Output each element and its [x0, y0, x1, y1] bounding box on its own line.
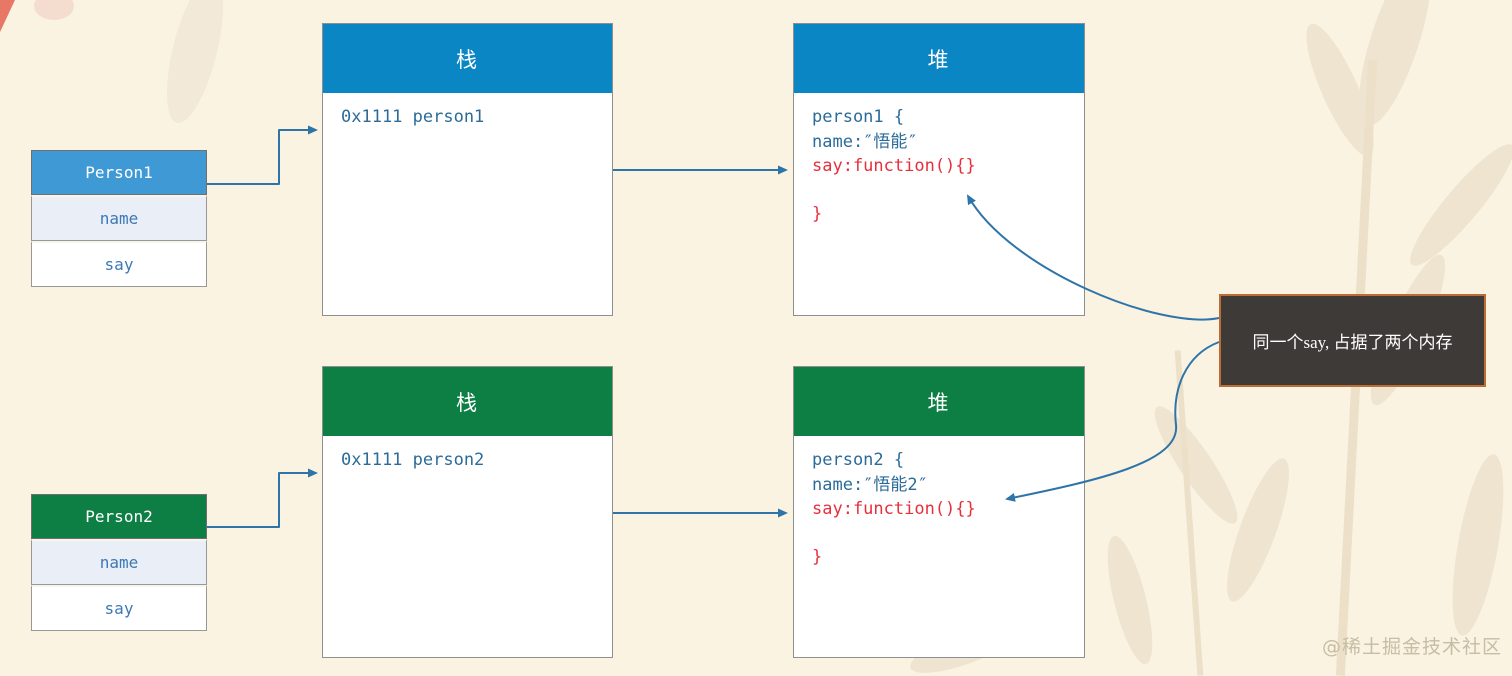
annotation-box: 同一个say, 占据了两个内存 — [1219, 294, 1486, 387]
heap1-line-object: person1 { — [812, 107, 905, 127]
heap2-line-say: say:function(){} — [812, 499, 976, 519]
heap2-line-object: person2 { — [812, 450, 905, 470]
stack2-header: 栈 — [323, 367, 612, 440]
heap2-header: 堆 — [794, 367, 1084, 440]
stack1-box: 栈 0x1111 person1 — [322, 23, 613, 316]
heap1-header: 堆 — [794, 24, 1084, 97]
heap1-line-name: name:″悟能″ — [812, 131, 918, 152]
stack1-entry: 0x1111 person1 — [341, 107, 485, 127]
person2-class-table: Person2 name say — [31, 494, 207, 631]
site-watermark: @稀土掘金技术社区 — [1322, 636, 1503, 658]
person2-row-say: say — [31, 585, 207, 631]
heap2-line-close-brace: } — [812, 546, 823, 567]
arrow-person1-to-stack1 — [207, 125, 318, 185]
heap1-line-close-brace: } — [812, 203, 823, 224]
person2-class-title: Person2 — [31, 494, 207, 539]
corner-accent — [0, 0, 74, 32]
stack2-box: 栈 0x1111 person2 — [322, 366, 613, 658]
stack1-header: 栈 — [323, 24, 612, 97]
person1-row-name: name — [31, 195, 207, 241]
person1-class-table: Person1 name say — [31, 150, 207, 287]
heap2-line-name: name:″悟能2″ — [812, 474, 928, 495]
person1-row-say: say — [31, 241, 207, 287]
stack2-entry: 0x1111 person2 — [341, 450, 485, 470]
heap1-line-say: say:function(){} — [812, 156, 976, 176]
heap2-box: 堆 person2 { name:″悟能2″ say:function(){} … — [793, 366, 1085, 658]
person2-row-name: name — [31, 539, 207, 585]
annotation-text: 同一个say, 占据了两个内存 — [1252, 333, 1453, 352]
person1-class-title: Person1 — [31, 150, 207, 195]
arrow-person2-to-stack2 — [207, 468, 318, 528]
heap1-box: 堆 person1 { name:″悟能″ say:function(){} } — [793, 23, 1085, 316]
